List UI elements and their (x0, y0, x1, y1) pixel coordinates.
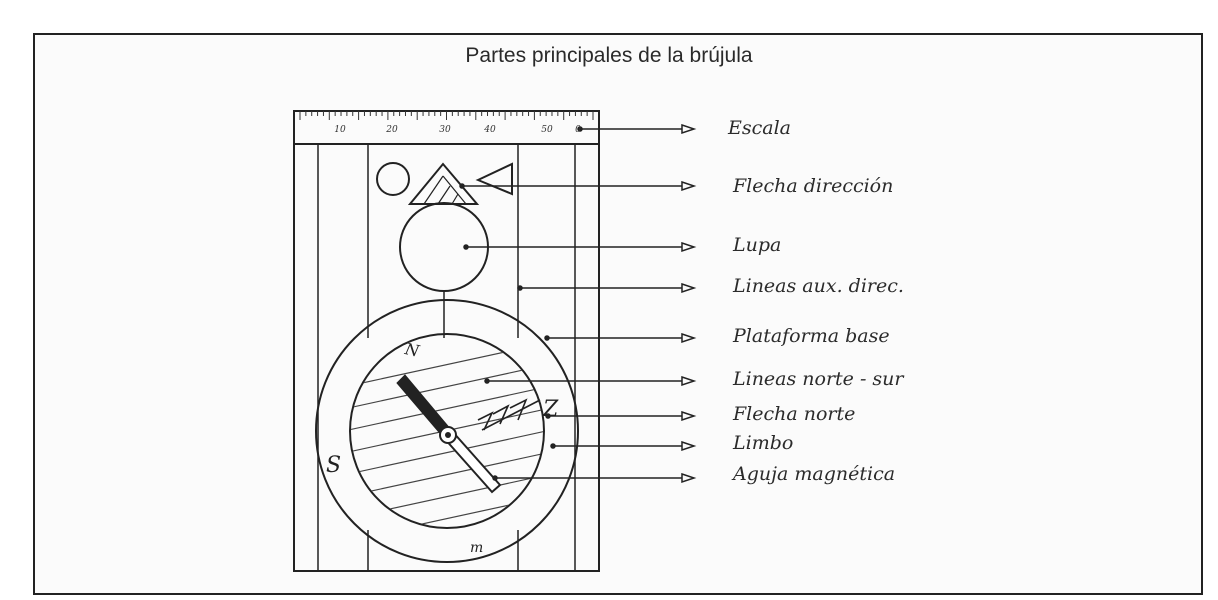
callout-arrowhead (681, 410, 697, 422)
magnetic-needle (396, 374, 502, 494)
callout-arrowhead (681, 332, 697, 344)
scale-tick-label: 0 (575, 125, 581, 135)
callout-arrowhead (681, 241, 697, 253)
label-lineas-aux: Lineas aux. direc. (732, 275, 904, 297)
callout-arrowhead (681, 282, 697, 294)
callout-arrowhead (681, 375, 697, 387)
direction-arrow-symbol (407, 162, 480, 205)
scale-tick-label: 20 (385, 125, 398, 135)
cardinal-west: S (326, 453, 341, 478)
scale-tick-label: 30 (439, 125, 451, 135)
diagram-title: Partes principales de la brújula (465, 44, 753, 67)
scale-tick-label: 10 (334, 125, 346, 135)
diagram-frame (33, 33, 1203, 595)
cardinal-east: Z (542, 397, 559, 422)
label-aguja: Aguja magnética (731, 463, 895, 485)
label-flecha-direccion: Flecha dirección (732, 175, 893, 197)
scale-tick-label: 50 (541, 125, 553, 135)
label-flecha-norte: Flecha norte (732, 403, 855, 425)
label-lupa: Lupa (732, 234, 781, 256)
cardinal-north: N (402, 339, 422, 361)
scale-tick-label: 40 (483, 125, 496, 135)
cardinal-south: m (470, 540, 483, 556)
label-plataforma: Plataforma base (732, 325, 890, 347)
callout-arrowhead (681, 180, 697, 192)
callout-arrowhead (681, 472, 697, 484)
label-lineas-norte-sur: Lineas norte - sur (732, 368, 905, 390)
callout-arrowhead (681, 123, 697, 135)
label-limbo: Limbo (732, 432, 793, 454)
small-circle-symbol (376, 162, 410, 196)
bezel-inner (349, 333, 545, 529)
north-arrow (477, 398, 541, 431)
triangle-symbol (475, 162, 513, 196)
callout-arrowhead (681, 440, 697, 452)
bezel-outer (315, 299, 579, 563)
label-escala: Escala (727, 117, 791, 139)
